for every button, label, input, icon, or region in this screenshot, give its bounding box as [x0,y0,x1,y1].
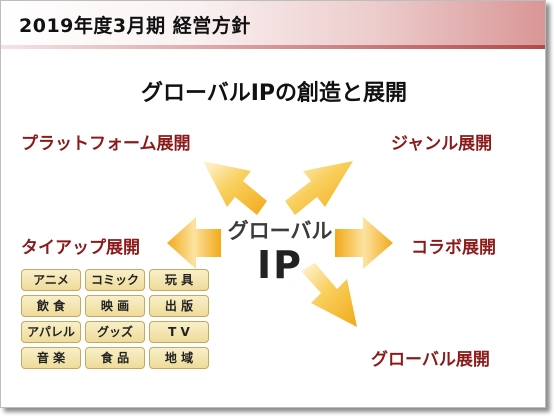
label-platform: プラットフォーム展開 [21,134,191,154]
tag-tv: T V [149,321,209,343]
tag-food-drink: 飲 食 [21,295,81,317]
main-title: グローバルIPの創造と展開 [140,81,408,106]
tag-toys: 玩 具 [149,269,209,291]
label-genre: ジャンル展開 [391,134,493,154]
arrow-up-right [285,161,353,215]
tag-comic: コミック [85,269,145,291]
tag-music: 音 楽 [21,347,81,369]
center-label-ip: IP [257,243,303,287]
label-global: グローバル展開 [371,350,490,370]
tag-food-products: 食 品 [85,347,145,369]
header-bar [1,1,545,45]
tag-movie: 映 画 [85,295,145,317]
arrow-diagram [167,161,393,327]
header-title: 2019年度3月期 経営方針 [19,15,251,37]
tag-publishing: 出 版 [149,295,209,317]
label-tieup: タイアップ展開 [21,238,140,258]
tag-goods: グッズ [85,321,145,343]
arrow-right [335,217,393,269]
center-label-line1: グローバル [227,219,333,243]
tag-region: 地 域 [149,347,209,369]
arrow-down-right [301,263,357,327]
tag-apparel: アパレル [21,321,81,343]
tag-anime: アニメ [21,269,81,291]
label-collab: コラボ展開 [411,238,496,258]
arrow-left [167,217,221,269]
header-divider [1,45,545,49]
slide: 2019年度3月期 経営方針 グローバルIPの創造と展開 グローバル IP プラ [0,0,546,408]
arrow-up-left [203,161,267,215]
